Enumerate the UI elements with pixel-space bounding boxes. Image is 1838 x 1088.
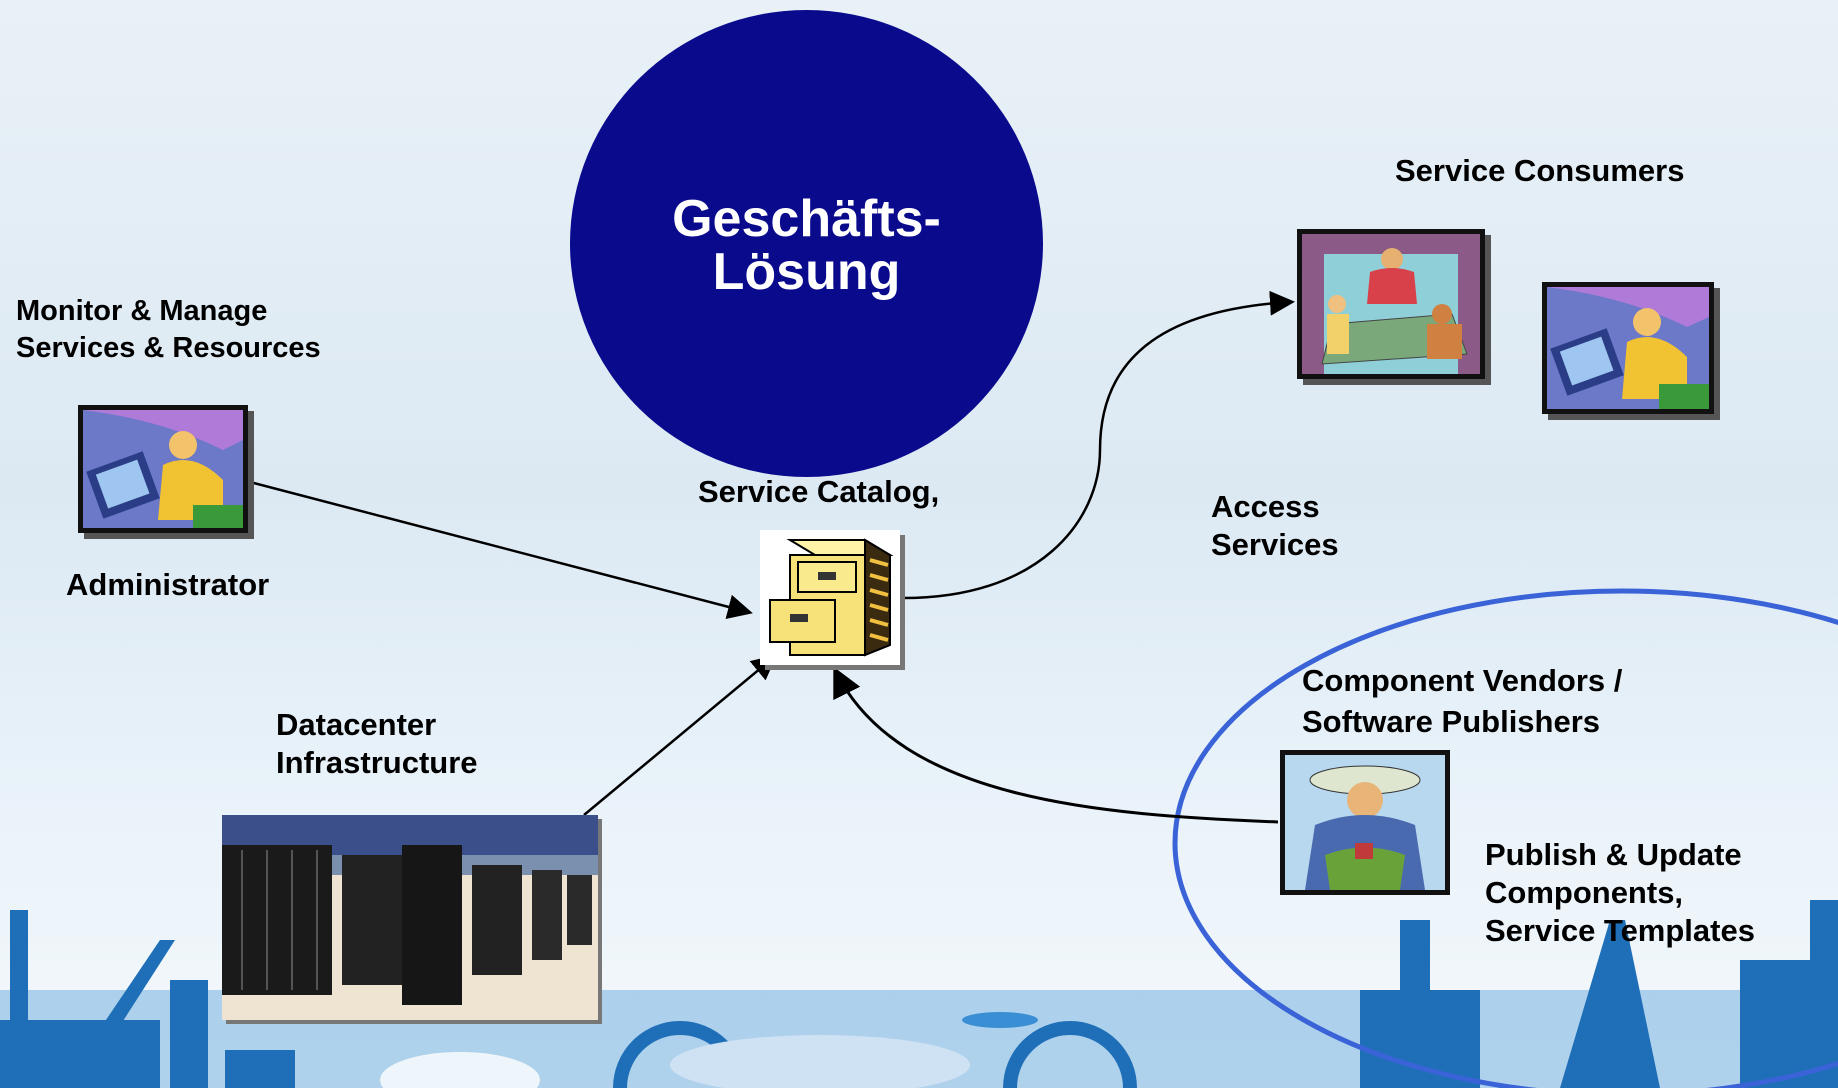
service-consumers-label: Service Consumers — [1395, 153, 1685, 188]
monitor-manage-label: Monitor & Manage Services & Resources — [16, 293, 321, 367]
filing-cabinet-icon — [760, 530, 900, 665]
access-services-label: Access Services — [1211, 488, 1339, 564]
access-line-2: Services — [1211, 527, 1339, 562]
admin-computer-user-icon — [78, 405, 248, 533]
arrow-admin-to-catalog — [245, 479, 753, 620]
access-line-1: Access — [1211, 489, 1320, 524]
arrow-catalog-to-consumers — [897, 290, 1295, 600]
circle-line-2: Lösung — [712, 243, 901, 301]
monitor-line-1: Monitor & Manage — [16, 295, 268, 327]
vendors-ellipse — [1172, 588, 1838, 1088]
arrow-datacenter-to-catalog — [583, 654, 777, 816]
component-vendors-label: Component Vendors / Software Publishers — [1302, 660, 1622, 742]
publish-line-1: Publish & Update — [1485, 837, 1742, 872]
skyline-decoration — [0, 900, 1838, 1088]
business-solution-circle — [570, 10, 1043, 477]
circle-line-1: Geschäfts- — [672, 190, 941, 248]
datacenter-line-1: Datacenter — [276, 707, 437, 742]
publish-update-label: Publish & Update Components, Service Tem… — [1485, 836, 1755, 950]
vendor-farmer-icon — [1280, 750, 1450, 895]
vendors-line-2: Software Publishers — [1302, 704, 1601, 739]
datacenter-label: Datacenter Infrastructure — [276, 706, 478, 782]
meeting-people-icon — [1297, 229, 1485, 379]
business-solution-label: Geschäfts- Lösung — [570, 193, 1043, 299]
administrator-label: Administrator — [66, 567, 270, 602]
publish-line-3: Service Templates — [1485, 913, 1755, 948]
consumer-computer-user-icon — [1542, 282, 1714, 414]
service-catalog-label: Service Catalog, — [698, 474, 940, 509]
datacenter-server-racks-image — [222, 815, 598, 1020]
publish-line-2: Components, — [1485, 875, 1684, 910]
monitor-line-2: Services & Resources — [16, 332, 321, 364]
datacenter-line-2: Infrastructure — [276, 745, 478, 780]
vendors-line-1: Component Vendors / — [1302, 663, 1623, 698]
arrow-vendors-to-catalog — [833, 666, 1279, 824]
